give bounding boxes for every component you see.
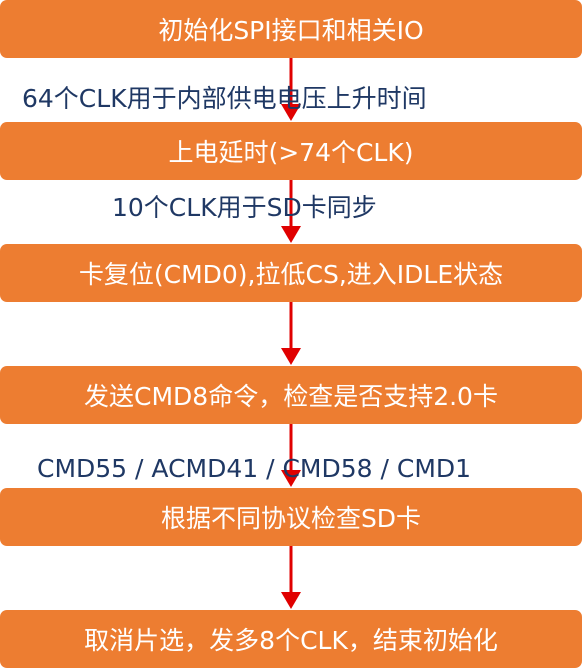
step-box-1: 初始化SPI接口和相关IO: [0, 0, 582, 58]
arrow-3: [281, 302, 301, 365]
step-label-6: 取消片选，发多8个CLK，结束初始化: [84, 626, 498, 655]
step-label-5: 根据不同协议检查SD卡: [160, 504, 422, 533]
arrow-5: [281, 546, 301, 609]
step-box-6: 取消片选，发多8个CLK，结束初始化: [0, 610, 582, 668]
step-box-2: 上电延时(>74个CLK): [0, 122, 582, 180]
step-label-4: 发送CMD8命令，检查是否支持2.0卡: [84, 382, 498, 411]
step-label-3: 卡复位(CMD0),拉低CS,进入IDLE状态: [78, 260, 504, 289]
step-box-3: 卡复位(CMD0),拉低CS,进入IDLE状态: [0, 244, 582, 302]
step-label-1: 初始化SPI接口和相关IO: [158, 16, 424, 45]
note-power-up: 64个CLK用于内部供电电压上升时间: [22, 84, 427, 113]
step-box-5: 根据不同协议检查SD卡: [0, 488, 582, 546]
step-label-2: 上电延时(>74个CLK): [168, 138, 414, 167]
note-sd-sync: 10个CLK用于SD卡同步: [112, 193, 377, 222]
step-box-4: 发送CMD8命令，检查是否支持2.0卡: [0, 366, 582, 424]
note-command-list: CMD55 / ACMD41 / CMD58 / CMD1: [37, 454, 472, 483]
